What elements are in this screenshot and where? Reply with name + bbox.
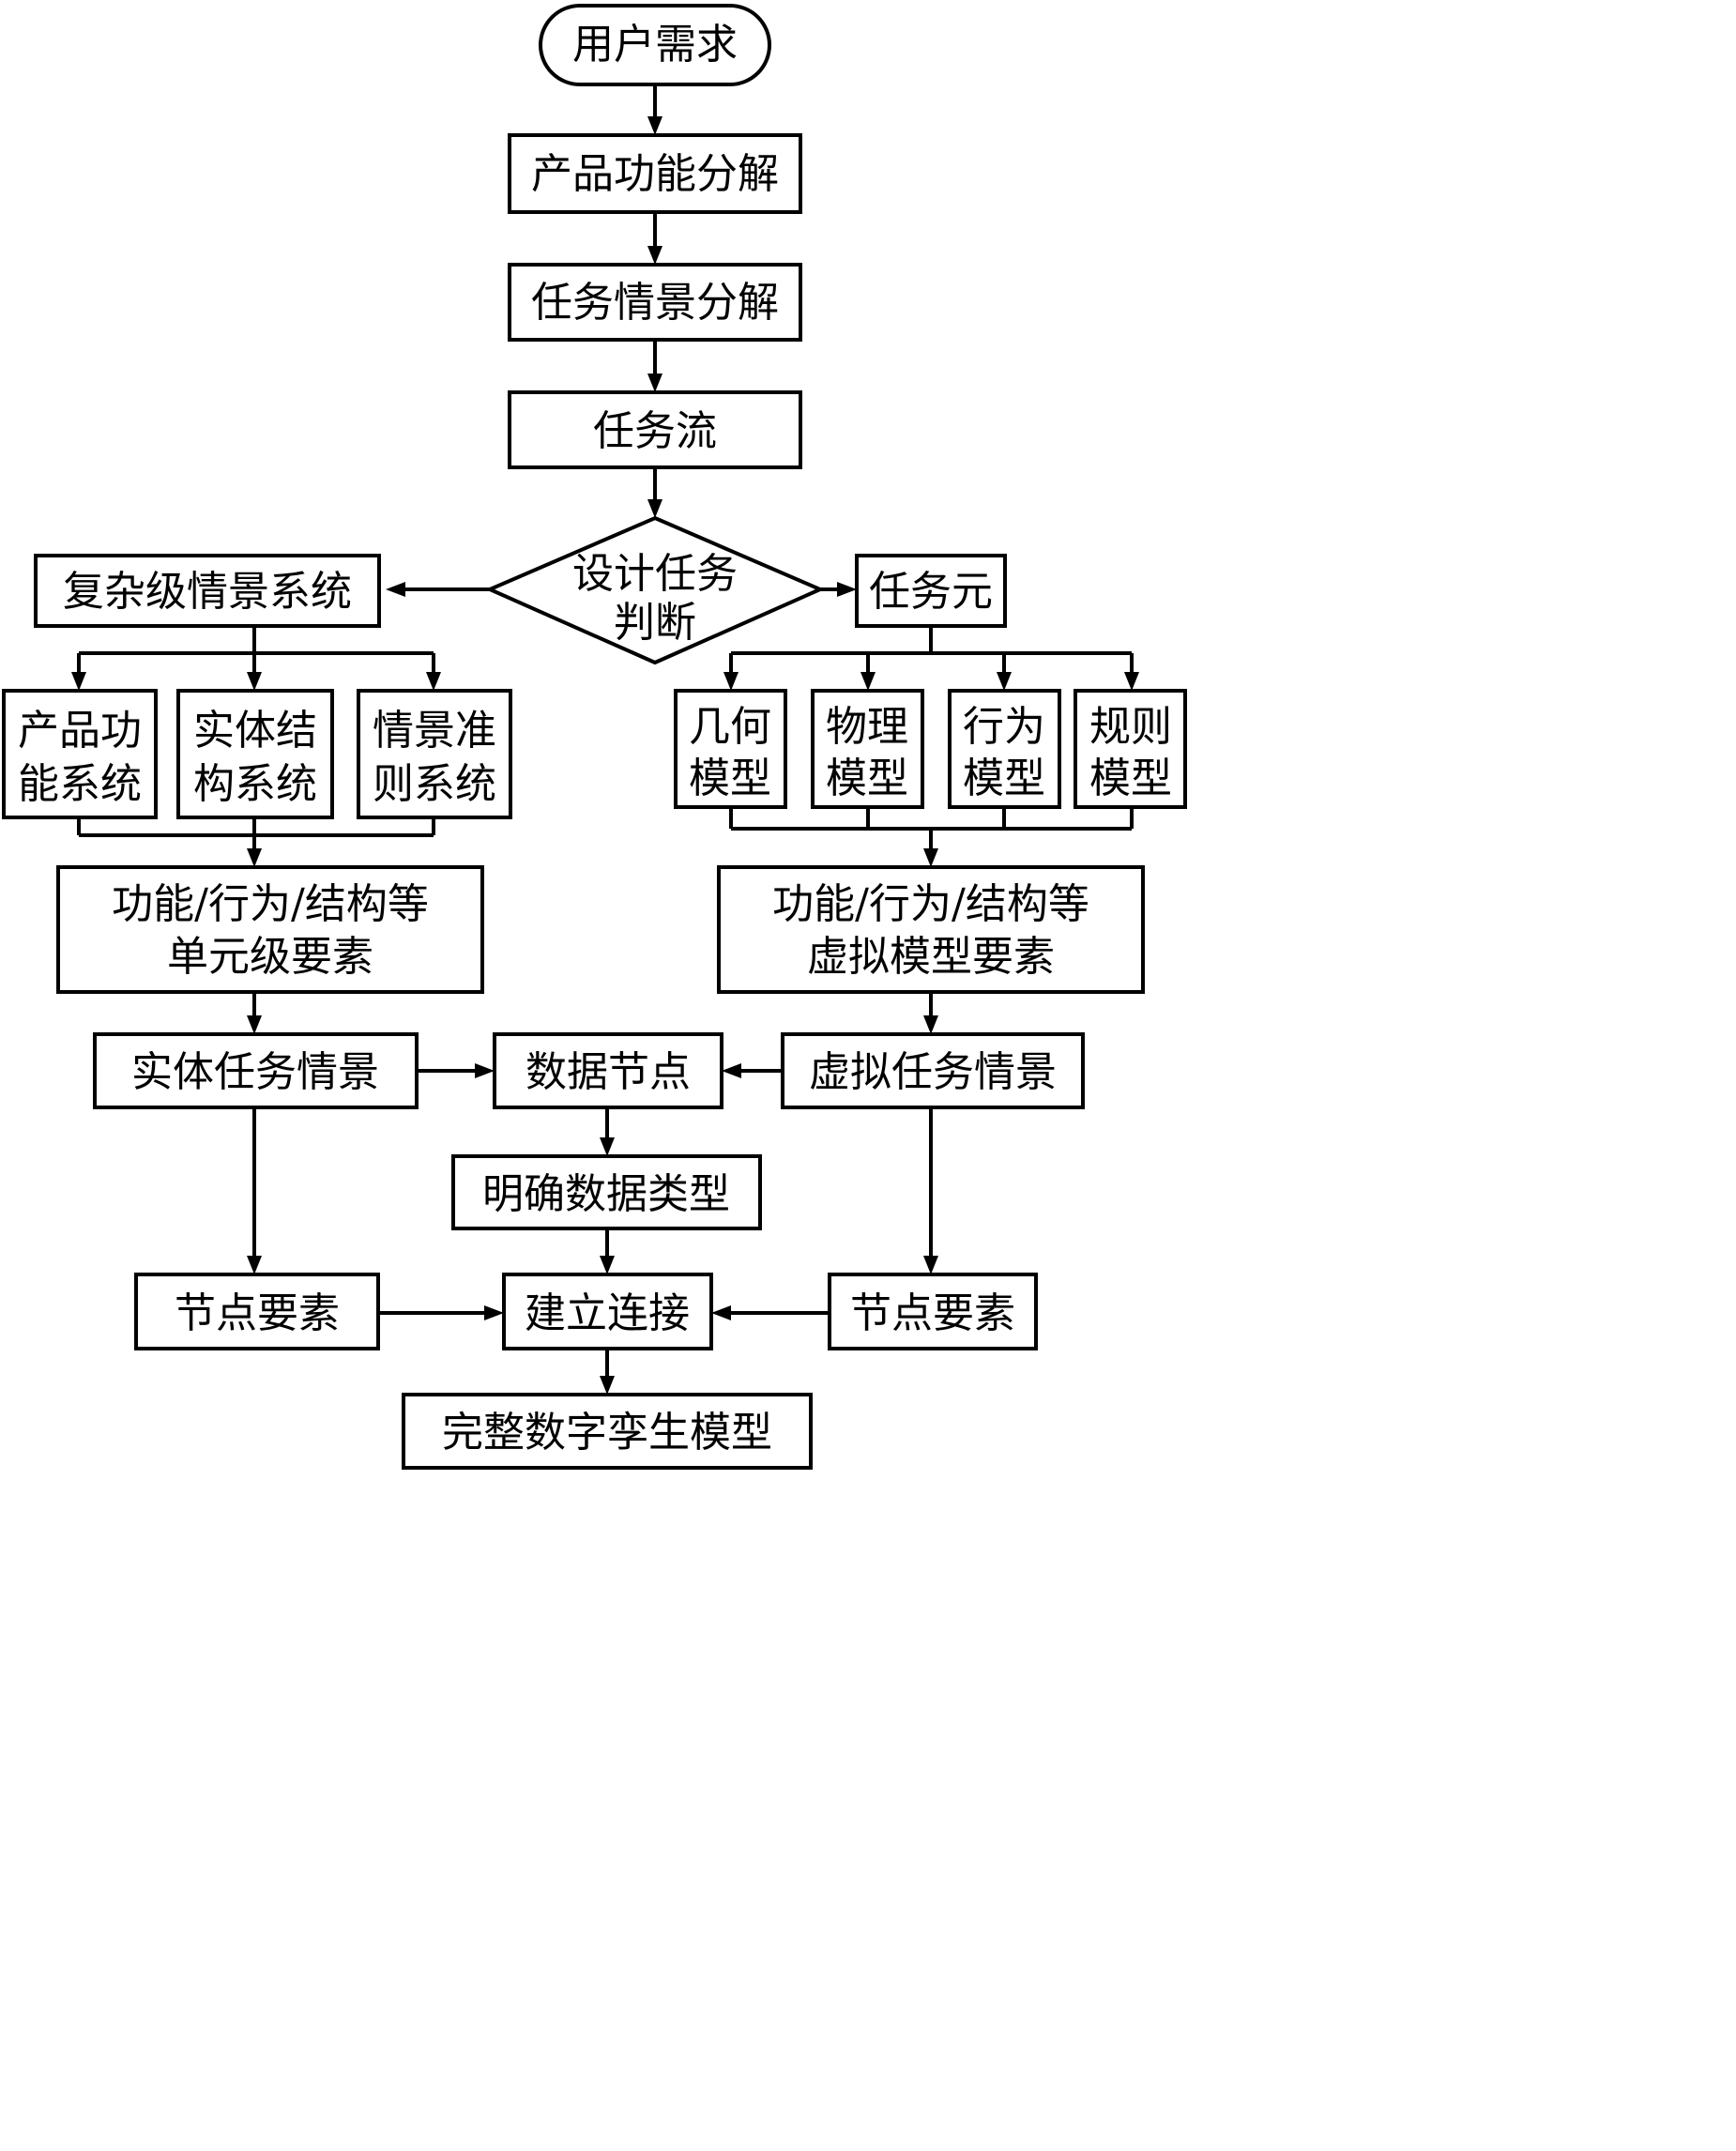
node-entity-task-scene-label: 实体任务情景 [131,1048,379,1096]
node-task-scene-decomp-label: 任务情景分解 [531,279,779,327]
node-rule-model-line2: 模型 [1089,755,1172,802]
node-complex-scene-system-label: 复杂级情景系统 [63,568,352,616]
node-complete-digital-twin: 完整数字孪生模型 [402,1393,813,1470]
node-complete-digital-twin-label: 完整数字孪生模型 [442,1409,772,1457]
node-physical-model-line1: 物理 [826,703,908,751]
node-geometric-model-line1: 几何 [689,703,771,751]
node-geometric-model: 几何 模型 [674,689,787,809]
node-unit-level-elements-line1: 功能/行为/结构等 [112,880,429,928]
node-data-node-label: 数据节点 [525,1048,691,1096]
node-virtual-task-scene: 虚拟任务情景 [781,1032,1085,1109]
node-scene-criteria-system-line1: 情景准 [373,707,496,755]
node-geometric-model-line2: 模型 [689,755,771,802]
node-complex-scene-system: 复杂级情景系统 [34,554,381,628]
node-unit-level-elements: 功能/行为/结构等 单元级要素 [56,865,484,994]
node-design-task-judge-line2: 判断 [614,599,696,647]
node-node-elements-left: 节点要素 [134,1273,380,1350]
node-entity-task-scene: 实体任务情景 [93,1032,419,1109]
node-behavior-model-line2: 模型 [963,755,1045,802]
node-design-task-judge: 设计任务 判断 [485,515,825,665]
node-virtual-model-elements: 功能/行为/结构等 虚拟模型要素 [717,865,1145,994]
node-virtual-model-elements-line1: 功能/行为/结构等 [772,880,1089,928]
node-data-node: 数据节点 [493,1032,723,1109]
node-establish-connection-label: 建立连接 [525,1289,690,1337]
node-node-elements-right: 节点要素 [828,1273,1038,1350]
arrowheads [71,116,1139,1395]
node-entity-structure-system: 实体结 构系统 [176,689,334,819]
node-unit-level-elements-line2: 单元级要素 [167,933,373,981]
node-task-flow: 任务流 [508,390,802,469]
node-entity-structure-system-line2: 构系统 [193,760,317,808]
node-physical-model-line2: 模型 [826,755,908,802]
node-task-element-label: 任务元 [869,568,993,616]
node-product-function-system: 产品功 能系统 [2,689,158,819]
connectors [77,84,1134,1380]
node-product-function-system-line1: 产品功 [18,707,142,755]
node-node-elements-left-label: 节点要素 [175,1289,340,1337]
node-product-func-decomp-label: 产品功能分解 [531,150,779,198]
node-behavior-model-line1: 行为 [963,703,1045,751]
node-design-task-judge-line1: 设计任务 [572,550,738,598]
node-virtual-task-scene-label: 虚拟任务情景 [809,1048,1057,1096]
node-task-scene-decomp: 任务情景分解 [508,263,802,342]
node-rule-model-line1: 规则 [1089,703,1172,751]
node-physical-model: 物理 模型 [811,689,924,809]
node-task-element: 任务元 [855,554,1007,628]
node-node-elements-right-label: 节点要素 [850,1289,1015,1337]
node-define-data-type-label: 明确数据类型 [482,1170,730,1218]
node-product-func-decomp: 产品功能分解 [508,133,802,214]
node-behavior-model: 行为 模型 [948,689,1061,809]
node-define-data-type: 明确数据类型 [451,1154,762,1230]
node-rule-model: 规则 模型 [1074,689,1187,809]
node-product-function-system-line2: 能系统 [18,760,142,808]
node-task-flow-label: 任务流 [593,407,717,455]
flowchart: 用户需求 产品功能分解 任务情景分解 任务流 设计任务 判断 复杂级情景系统 任… [0,0,1188,1472]
node-scene-criteria-system: 情景准 则系统 [357,689,512,819]
node-establish-connection: 建立连接 [502,1273,713,1350]
node-virtual-model-elements-line2: 虚拟模型要素 [807,933,1055,981]
node-user-needs-label: 用户需求 [572,21,738,69]
node-scene-criteria-system-line2: 则系统 [373,760,496,808]
node-user-needs: 用户需求 [539,4,771,86]
flowchart-svg: 用户需求 产品功能分解 任务情景分解 任务流 设计任务 判断 复杂级情景系统 任… [2,4,1187,1470]
node-entity-structure-system-line1: 实体结 [193,707,317,755]
